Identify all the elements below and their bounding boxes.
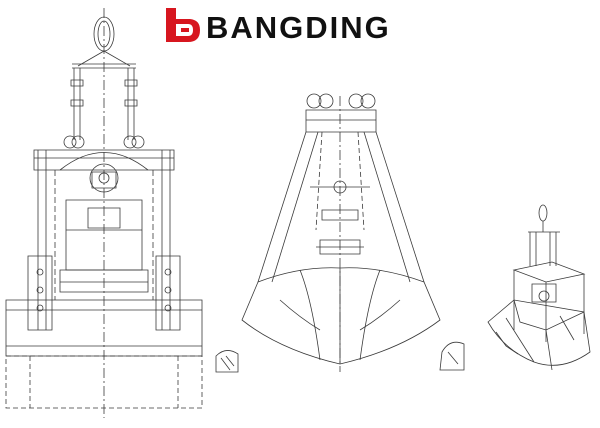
tooth-detail — [440, 342, 464, 370]
upper-frame — [514, 262, 584, 282]
upper-beam — [306, 110, 376, 132]
upper-crosshead — [34, 150, 174, 170]
bucket-body — [488, 300, 590, 365]
isometric-view — [488, 205, 590, 370]
brand-logo: BANGDING — [162, 7, 391, 45]
brand-name: BANGDING — [206, 10, 391, 45]
side-elevation-view — [242, 94, 464, 372]
front-elevation-view — [6, 8, 238, 418]
lifting-ring — [539, 205, 547, 221]
bangding-bd-logo-icon — [162, 7, 200, 45]
tooth-detail — [216, 350, 238, 372]
bucket-shell — [242, 268, 440, 364]
